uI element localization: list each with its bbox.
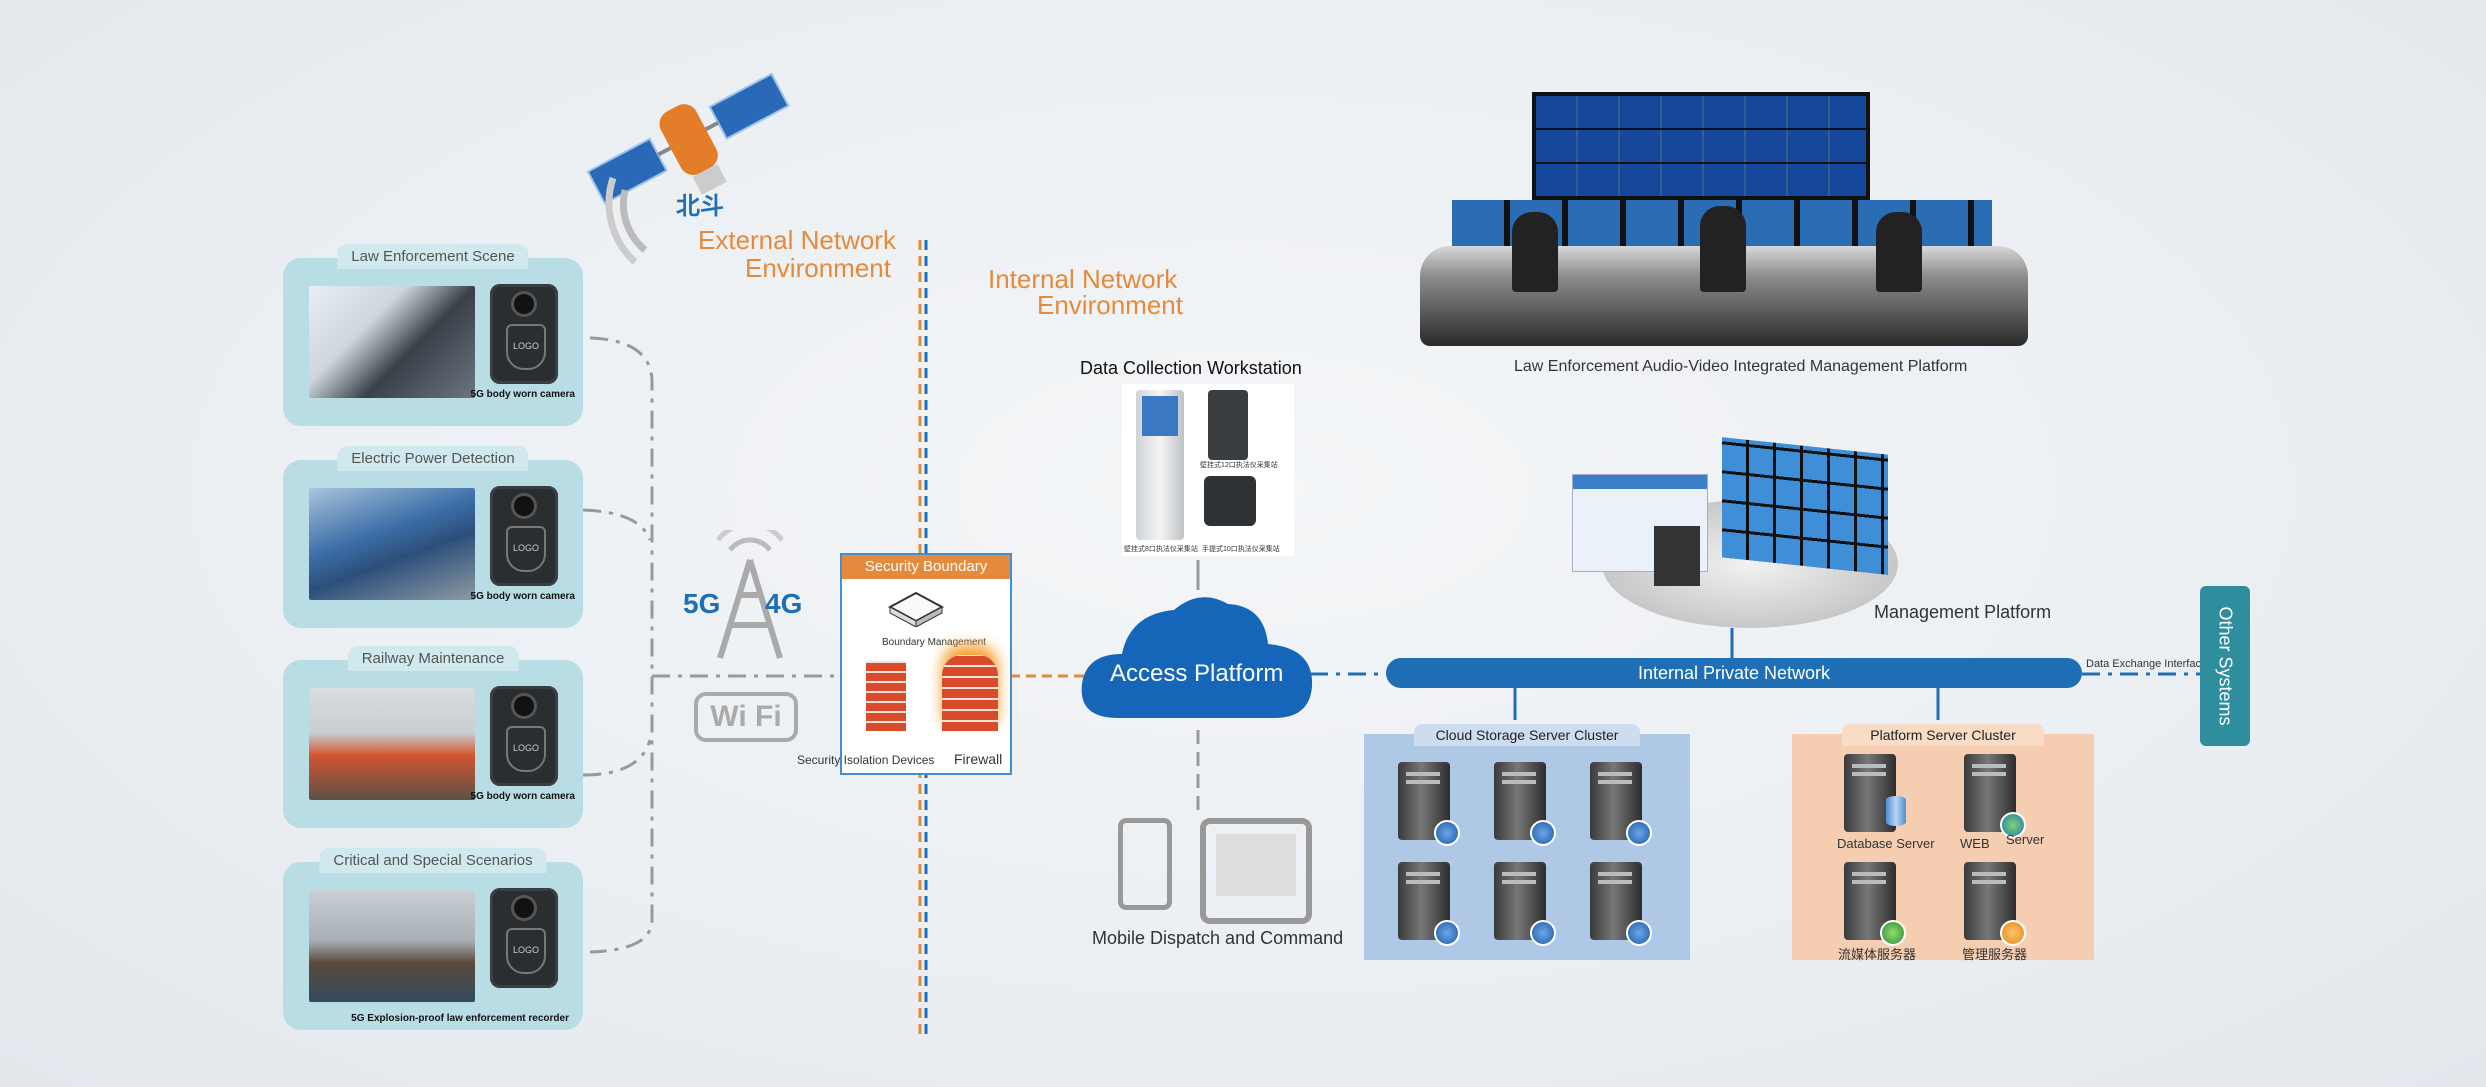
wifi-icon: Wi Fi xyxy=(694,692,798,742)
cloud-cluster-title: Cloud Storage Server Cluster xyxy=(1414,724,1640,746)
body-camera-icon: LOGO xyxy=(490,888,558,988)
mobile-dispatch-label: Mobile Dispatch and Command xyxy=(1092,928,1344,948)
server-label: 流媒体服务器 xyxy=(1838,947,1917,962)
isolation-label: Security Isolation Devices xyxy=(797,753,935,767)
isolation-device-icon xyxy=(866,661,906,731)
private-network-bar: Internal Private Network xyxy=(1386,658,2082,688)
storage-server-icon xyxy=(1494,762,1556,846)
av-platform-label: Law Enforcement Audio-Video Integrated M… xyxy=(1514,358,1968,375)
operator-icon xyxy=(1512,212,1558,292)
device-label: 5G body worn camera xyxy=(470,591,575,602)
body-camera-icon: LOGO xyxy=(490,486,558,586)
body-camera-icon: LOGO xyxy=(490,686,558,786)
scene-title: Electric Power Detection xyxy=(337,446,529,471)
beidou-label: 北斗 xyxy=(676,193,724,220)
storage-server-icon xyxy=(1398,862,1460,946)
portable-station-icon xyxy=(1204,476,1256,526)
storage-server-icon xyxy=(1398,762,1460,846)
device-label: 5G body worn camera xyxy=(470,791,575,802)
cloud-storage-cluster: Cloud Storage Server Cluster xyxy=(1364,724,1690,960)
management-platform-label: Management Platform xyxy=(1874,602,2052,622)
server-rack-icon xyxy=(1654,526,1700,586)
device-label: 5G Explosion-proof law enforcement recor… xyxy=(351,1013,569,1024)
device-label: 壁挂式8口执法仪采集站 xyxy=(1124,546,1198,553)
firewall-icon xyxy=(942,655,998,731)
boundary-mgmt-label: Boundary Management xyxy=(882,637,986,648)
device-label: 壁挂式12口执法仪采集站 xyxy=(1200,462,1278,469)
database-icon xyxy=(1886,796,1906,826)
scene-card-railway: Railway Maintenance LOGO 5G body worn ca… xyxy=(283,646,583,828)
scene-card-electric-power: Electric Power Detection LOGO 5G body wo… xyxy=(283,446,583,628)
video-wall-icon xyxy=(1532,92,1870,200)
video-wall-icon xyxy=(1722,437,1888,575)
operator-icon xyxy=(1700,206,1746,292)
cloud-icon xyxy=(1081,597,1313,718)
storage-server-icon xyxy=(1590,762,1652,846)
device-label: 5G body worn camera xyxy=(470,389,575,400)
storage-server-icon xyxy=(1494,862,1556,946)
cell-tower-icon xyxy=(716,530,784,659)
firewall-label: Firewall xyxy=(954,751,1003,767)
wall-station-icon xyxy=(1208,390,1248,460)
satellite-icon xyxy=(586,72,790,265)
data-collection-panel: 壁挂式12口执法仪采集站 手提式10口执法仪采集站 壁挂式8口执法仪采集站 xyxy=(1122,384,1294,556)
data-exchange-label: Data Exchange Interface xyxy=(2086,658,2208,670)
external-env-line2: Environment xyxy=(745,253,891,283)
scene-photo xyxy=(309,488,475,600)
server-label: Server xyxy=(2006,832,2045,847)
platform-cluster-title: Platform Server Cluster xyxy=(1842,724,2044,746)
scene-photo xyxy=(309,286,475,398)
internal-env-line2: Environment xyxy=(1037,290,1183,320)
scene-title: Railway Maintenance xyxy=(347,646,519,671)
body-camera-icon: LOGO xyxy=(490,284,558,384)
data-collection-title: Data Collection Workstation xyxy=(1080,358,1302,378)
server-label: 管理服务器 xyxy=(1962,947,2028,962)
management-server-icon xyxy=(1964,862,2026,946)
web-server-icon xyxy=(1964,754,2026,838)
scene-title: Law Enforcement Scene xyxy=(337,244,529,269)
scene-card-critical: Critical and Special Scenarios LOGO 5G E… xyxy=(283,848,583,1030)
operator-icon xyxy=(1876,212,1922,292)
network-5g-label: 5G xyxy=(683,588,721,619)
scene-card-law-enforcement: Law Enforcement Scene LOGO 5G body worn … xyxy=(283,244,583,426)
kiosk-icon xyxy=(1136,390,1184,540)
scene-title: Critical and Special Scenarios xyxy=(319,848,547,873)
scene-photo xyxy=(309,688,475,800)
scene-photo xyxy=(309,890,475,1002)
other-systems-label: Other Systems xyxy=(2215,606,2236,726)
tablet-icon xyxy=(1200,818,1312,924)
device-label: 手提式10口执法仪采集站 xyxy=(1202,546,1280,553)
security-boundary-title: Security Boundary xyxy=(842,555,1010,579)
platform-server-cluster: Platform Server Cluster Database Server … xyxy=(1792,724,2094,962)
security-boundary-box: Security Boundary Boundary Management Se… xyxy=(797,553,1012,775)
router-icon xyxy=(887,591,945,627)
server-label: WEB xyxy=(1960,836,1990,851)
internal-env-line1: Internal Network xyxy=(988,264,1178,294)
storage-server-icon xyxy=(1590,862,1652,946)
server-label: Database Server xyxy=(1837,836,1935,851)
access-platform-label: Access Platform xyxy=(1110,660,1284,687)
external-env-line1: External Network xyxy=(698,225,896,255)
streaming-server-icon xyxy=(1844,862,1906,946)
phone-icon xyxy=(1118,818,1172,910)
other-systems-box: Other Systems xyxy=(2200,586,2250,746)
network-4g-label: 4G xyxy=(765,588,803,619)
